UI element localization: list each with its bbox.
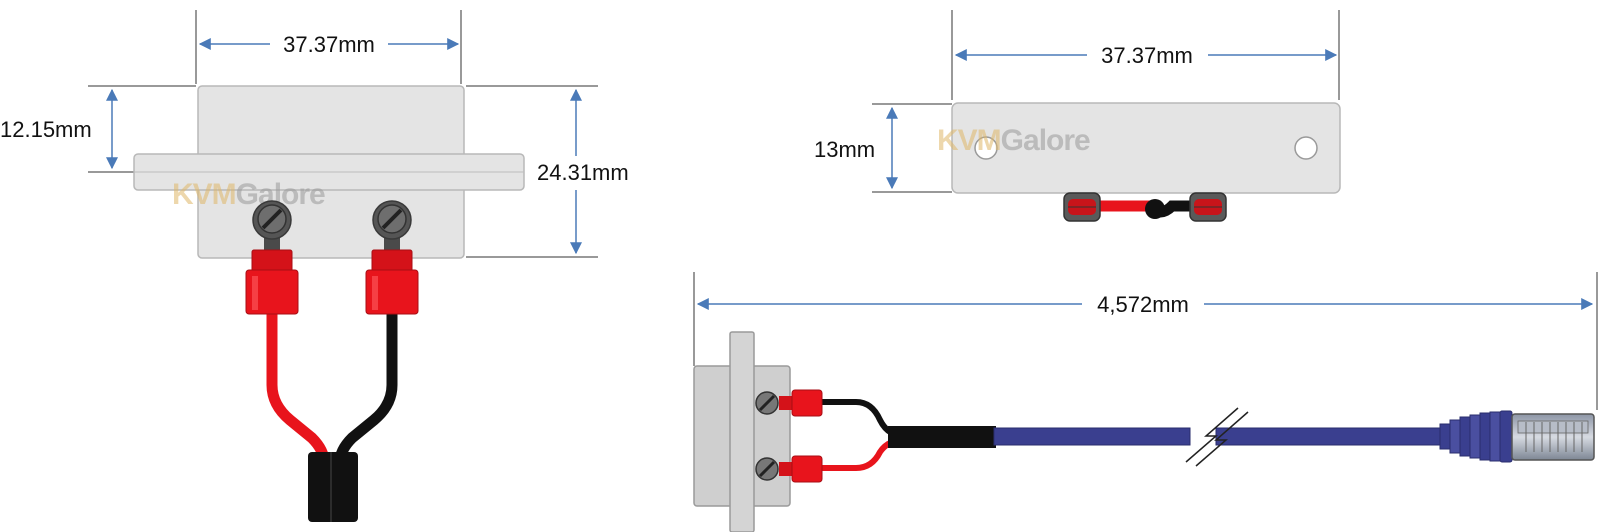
rj45-plug xyxy=(1511,413,1595,461)
cable-break-symbol xyxy=(1195,411,1249,467)
terminal-crimp xyxy=(779,396,793,410)
patch-cable xyxy=(1215,427,1443,446)
cable-view: 4,572mm xyxy=(693,272,1598,532)
mounting-hole xyxy=(974,136,998,160)
terminal-left-side xyxy=(1063,192,1101,222)
terminal-sleeve xyxy=(791,455,823,483)
front-view: KVMGalore xyxy=(0,10,629,522)
cable-length-label: 4,572mm xyxy=(1097,292,1189,317)
wire-bend xyxy=(1145,199,1165,219)
cable-jacket xyxy=(308,452,358,522)
kvmgalore-logo: KVMGalore xyxy=(937,124,1090,157)
mounting-hole xyxy=(1294,136,1318,160)
flange-side xyxy=(729,331,755,532)
terminal-right-side xyxy=(1189,192,1227,222)
mounting-plate xyxy=(951,102,1341,194)
body-height-label: 24.31mm xyxy=(537,160,629,185)
top-height-label: 13mm xyxy=(814,137,875,162)
screw-icon xyxy=(377,204,407,234)
cable-jacket xyxy=(888,426,996,448)
terminal-sleeve xyxy=(791,389,823,417)
patch-cable xyxy=(993,427,1191,446)
front-width-label: 37.37mm xyxy=(283,32,375,57)
top-width-label: 37.37mm xyxy=(1101,43,1193,68)
screw-icon xyxy=(755,457,779,481)
terminal-crimp xyxy=(779,462,793,476)
flange-height-label: 12.15mm xyxy=(0,117,92,142)
cable-break-symbol xyxy=(1185,407,1239,463)
kvmgalore-logo: KVMGalore xyxy=(172,178,325,211)
screw-icon xyxy=(257,204,287,234)
strain-relief-boot xyxy=(1439,410,1513,463)
top-view: KVMGalore 37.37mm 13mm xyxy=(814,10,1341,222)
screw-icon xyxy=(755,391,779,415)
